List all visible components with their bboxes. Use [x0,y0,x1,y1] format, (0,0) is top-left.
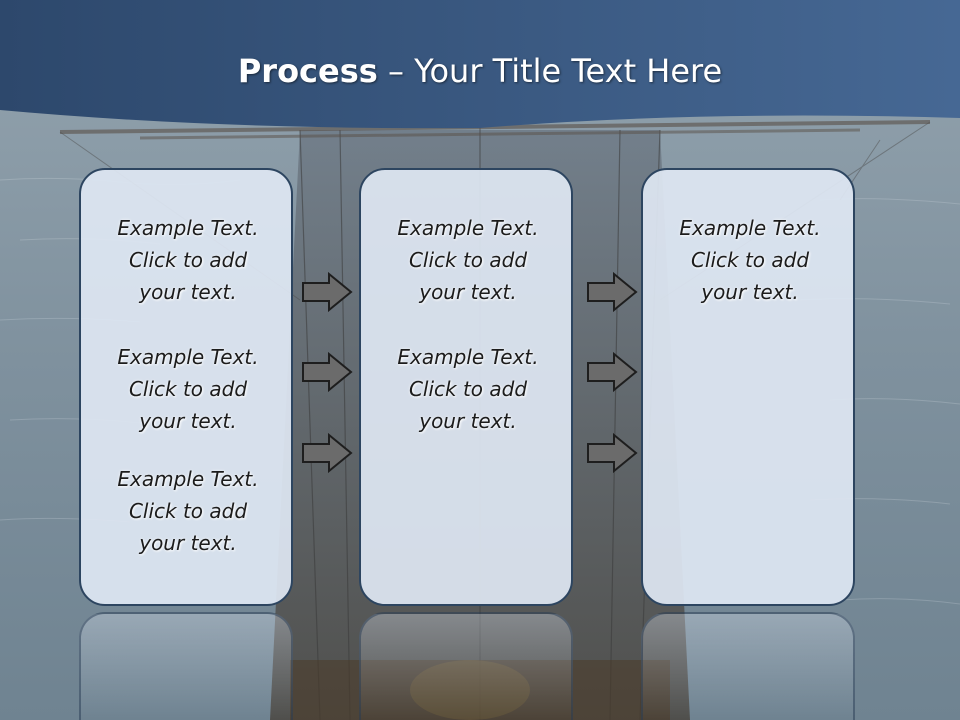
box-reflection [79,612,293,720]
text-placeholder[interactable]: Example Text. Click to add your text. [361,212,575,308]
header-band [0,0,960,129]
text-line: your text. [419,409,517,433]
right-arrow-icon [302,272,353,312]
text-line: your text. [139,409,237,433]
text-line: Example Text. [117,345,259,369]
text-line: Click to add [128,248,248,272]
title-rest: – Your Title Text Here [377,52,723,90]
page-title: Process – Your Title Text Here [0,52,960,90]
right-arrow-icon [587,352,638,392]
text-line: Click to add [690,248,810,272]
process-box-3[interactable]: Example Text. Click to add your text. [641,168,855,606]
text-placeholder[interactable]: Example Text. Click to add your text. [361,341,575,437]
text-line: Example Text. [117,467,259,491]
right-arrow-icon [302,352,353,392]
box-reflection [359,612,573,720]
text-line: Example Text. [679,216,821,240]
text-line: Example Text. [117,216,259,240]
text-placeholder[interactable]: Example Text. Click to add your text. [643,212,857,308]
text-line: your text. [139,280,237,304]
process-box-2[interactable]: Example Text. Click to add your text. Ex… [359,168,573,606]
text-placeholder[interactable]: Example Text. Click to add your text. [81,341,295,437]
right-arrow-icon [302,433,353,473]
text-placeholder[interactable]: Example Text. Click to add your text. [81,212,295,308]
text-line: Example Text. [397,216,539,240]
text-line: Click to add [408,377,528,401]
text-line: your text. [701,280,799,304]
title-bold: Process [237,52,378,90]
text-line: your text. [139,531,237,555]
right-arrow-icon [587,272,638,312]
text-placeholder[interactable]: Example Text. Click to add your text. [81,463,295,559]
box-reflection [641,612,855,720]
text-line: Click to add [408,248,528,272]
right-arrow-icon [587,433,638,473]
text-line: Click to add [128,499,248,523]
text-line: Example Text. [397,345,539,369]
process-box-1[interactable]: Example Text. Click to add your text. Ex… [79,168,293,606]
text-line: your text. [419,280,517,304]
text-line: Click to add [128,377,248,401]
